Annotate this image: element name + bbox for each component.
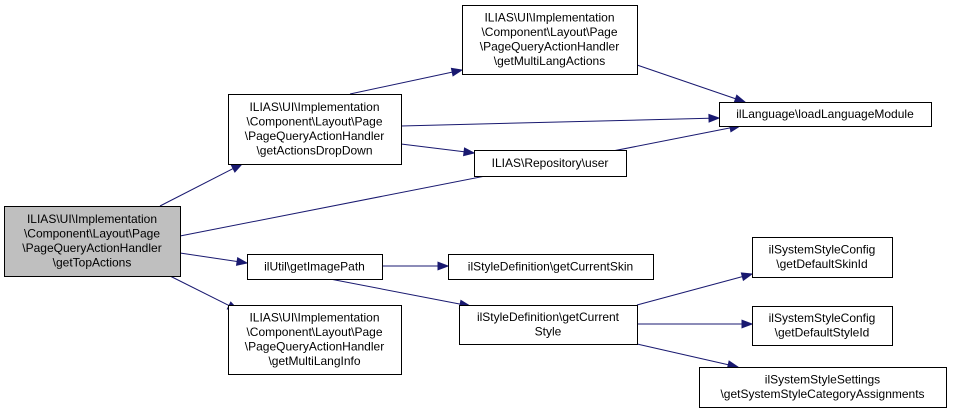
node-get-actions-drop-down[interactable]: ILIAS\UI\Implementation\Component\Layout…	[228, 94, 402, 165]
arrowhead-icon	[450, 67, 464, 77]
arrowhead-icon	[741, 319, 754, 329]
node-get-top-actions[interactable]: ILIAS\UI\Implementation\Component\Layout…	[4, 206, 181, 277]
arrowhead-icon	[740, 272, 754, 282]
arrowhead-icon	[708, 113, 721, 123]
node-label-line: ilLanguage\loadLanguageModule	[736, 107, 914, 121]
node-load-language-module[interactable]: ilLanguage\loadLanguageModule	[719, 102, 932, 127]
node-label-line: ilSystemStyleSettings	[765, 373, 880, 387]
node-get-default-skin-id[interactable]: ilSystemStyleConfig\getDefaultSkinId	[752, 237, 893, 278]
node-label-line: \Component\Layout\Page	[481, 25, 617, 39]
node-repository-user[interactable]: ILIAS\Repository\user	[474, 150, 627, 177]
node-label-line: ilSystemStyleConfig	[769, 243, 876, 257]
arrowhead-icon	[235, 256, 249, 266]
node-label-line: ILIAS\Repository\user	[492, 156, 609, 170]
node-box	[228, 305, 402, 375]
node-label-line: \Component\Layout\Page	[246, 115, 382, 129]
node-label-line: \getDefaultSkinId	[776, 257, 867, 271]
edge-get-top-actions-to-get-multi-lang-info	[169, 275, 240, 311]
node-box	[462, 5, 638, 75]
edge-get-image-path-to-get-current-skin	[382, 261, 450, 271]
edge-line	[169, 275, 230, 306]
node-label-line: Style	[535, 325, 562, 339]
node-label-line: \Component\Layout\Page	[246, 325, 382, 339]
edge-get-current-style-to-get-default-skin-id	[636, 272, 754, 306]
node-get-default-style-id[interactable]: ilSystemStyleConfig\getDefaultStyleId	[752, 306, 893, 346]
edge-get-current-style-to-get-system-style-category-assignments	[636, 343, 740, 370]
edge-get-top-actions-to-get-actions-drop-down	[159, 163, 244, 207]
arrowhead-icon	[463, 147, 476, 157]
node-box	[719, 102, 932, 127]
node-label-line: \getMultiLangInfo	[268, 354, 360, 368]
edge-get-top-actions-to-get-image-path	[179, 252, 249, 266]
node-label-line: ILIAS\UI\Implementation	[249, 100, 379, 114]
edge-line	[159, 168, 234, 207]
node-box	[247, 254, 383, 280]
node-label-line: ilUtil\getImagePath	[264, 259, 365, 273]
node-label-line: ILIAS\UI\Implementation	[27, 212, 157, 226]
node-label-line: ilSystemStyleConfig	[769, 311, 876, 325]
edge-line	[349, 71, 453, 95]
arrowhead-icon	[230, 163, 244, 173]
node-label-line: \Component\Layout\Page	[24, 227, 160, 241]
node-label-line: \PageQueryActionHandler	[480, 40, 619, 54]
edge-line	[179, 252, 238, 263]
edge-get-current-style-to-get-default-style-id	[637, 319, 754, 329]
arrowhead-icon	[437, 261, 450, 271]
node-get-current-skin[interactable]: ilStyleDefinition\getCurrentSkin	[448, 254, 654, 280]
node-box	[459, 305, 638, 345]
node-box	[4, 206, 181, 277]
arrowhead-icon	[733, 94, 747, 103]
node-label-line: \getActionsDropDown	[256, 144, 372, 158]
edge-get-actions-drop-down-to-repository-user	[400, 143, 476, 157]
node-box	[474, 150, 627, 177]
node-box	[448, 254, 654, 280]
edge-get-actions-drop-down-to-load-language-module	[400, 113, 721, 127]
node-label-line: \getTopActions	[53, 256, 132, 270]
node-label-line: \getSystemStyleCategoryAssignments	[720, 387, 924, 401]
node-label-line: \PageQueryActionHandler	[245, 340, 384, 354]
edge-line	[636, 343, 729, 366]
node-get-multi-lang-actions[interactable]: ILIAS\UI\Implementation\Component\Layout…	[462, 5, 638, 75]
edge-get-multi-lang-actions-to-load-language-module	[636, 64, 747, 103]
edge-get-actions-drop-down-to-get-multi-lang-actions	[349, 67, 464, 95]
edge-line	[329, 278, 461, 305]
node-get-system-style-category-assignments[interactable]: ilSystemStyleSettings\getSystemStyleCate…	[699, 367, 947, 408]
edge-line	[636, 64, 736, 100]
node-box	[699, 367, 947, 408]
node-label-line: ILIAS\UI\Implementation	[249, 311, 379, 325]
node-label-line: \getDefaultStyleId	[775, 326, 870, 340]
edge-line	[179, 127, 731, 237]
edge-get-image-path-to-get-current-style	[329, 278, 472, 309]
node-get-image-path[interactable]: ilUtil\getImagePath	[247, 254, 383, 280]
edge-line	[400, 143, 465, 153]
node-label-line: \PageQueryActionHandler	[245, 129, 384, 143]
edge-line	[636, 276, 743, 306]
node-box	[752, 306, 893, 346]
node-label-line: \getMultiLangActions	[494, 54, 605, 68]
edge-line	[400, 117, 710, 127]
node-label-line: ilStyleDefinition\getCurrentSkin	[468, 259, 633, 273]
node-box	[228, 94, 402, 165]
node-box	[752, 237, 893, 278]
node-label-line: \PageQueryActionHandler	[22, 241, 161, 255]
node-label-line: ILIAS\UI\Implementation	[484, 11, 614, 25]
node-label-line: ilStyleDefinition\getCurrent	[477, 310, 620, 324]
node-get-multi-lang-info[interactable]: ILIAS\UI\Implementation\Component\Layout…	[228, 305, 402, 375]
